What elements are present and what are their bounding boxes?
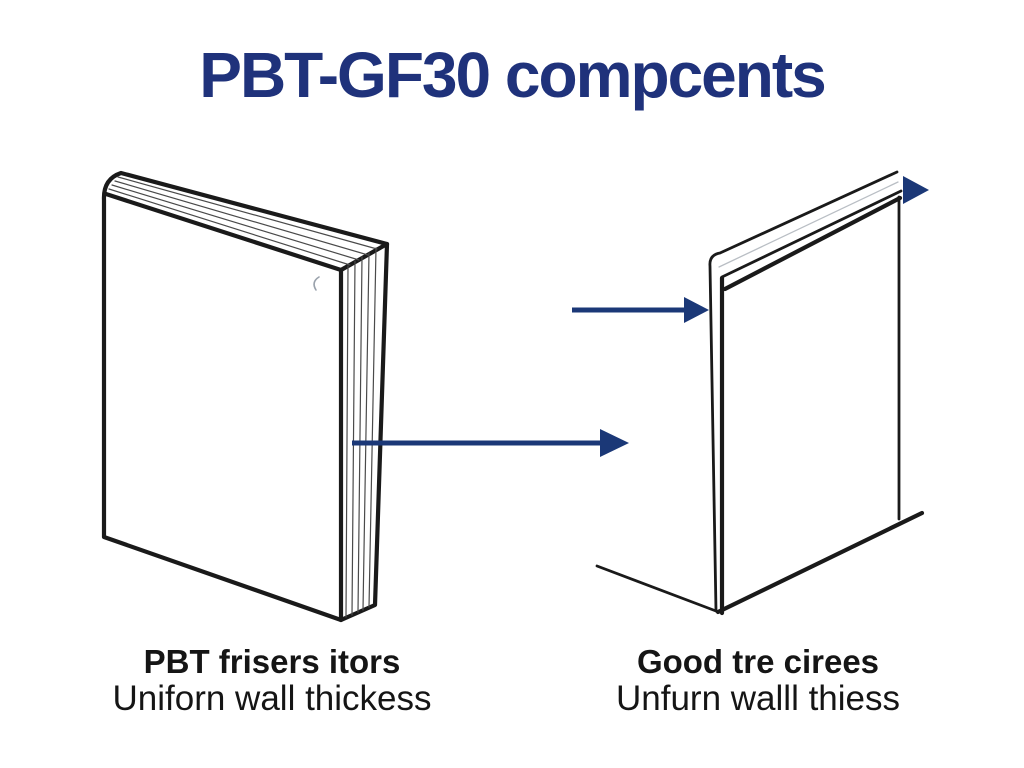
baseline-extension-line <box>595 564 718 613</box>
surface-mark <box>313 276 320 291</box>
thin-plate-figure <box>595 170 925 616</box>
top-face-line <box>108 188 351 266</box>
left-figure-caption: PBT frisers itors Uniforn wall thickess <box>52 643 492 719</box>
top-ridge-faint-line <box>718 181 899 268</box>
flow-arrows <box>352 176 929 457</box>
right-caption-line2: Unfurn walll thiess <box>616 679 900 719</box>
plate-outer-edge <box>708 170 899 613</box>
top-ridge-line <box>720 189 903 279</box>
left-caption-line2: Uniforn wall thickess <box>112 679 432 719</box>
page-title: PBT-GF30 compcents <box>199 39 827 111</box>
thick-plate-figure <box>101 170 390 623</box>
top-face-line <box>117 176 378 250</box>
spine-face-line <box>368 247 377 608</box>
plate-front-edges <box>103 191 344 623</box>
top-face-line <box>111 184 360 261</box>
spine-face-line <box>351 260 356 616</box>
short-arrow-head-icon <box>684 297 709 323</box>
top-face-line <box>114 180 369 256</box>
right-figure-caption: Good tre cirees Unfurn walll thiess <box>538 643 978 719</box>
spine-face-line <box>357 256 363 613</box>
spine-face-line <box>362 252 370 611</box>
long-arrow-head-icon <box>600 429 629 457</box>
plate-silhouette <box>101 170 390 623</box>
right-caption-line1: Good tre cirees <box>636 643 880 680</box>
left-caption-line1: PBT frisers itors <box>143 643 401 680</box>
plate-bottom-edge <box>715 510 925 615</box>
plate-spine-top-edge <box>338 241 390 273</box>
corner-arrow-head-icon <box>903 176 929 204</box>
plate-front-top-edge <box>722 195 903 292</box>
spine-face-line <box>345 265 349 618</box>
